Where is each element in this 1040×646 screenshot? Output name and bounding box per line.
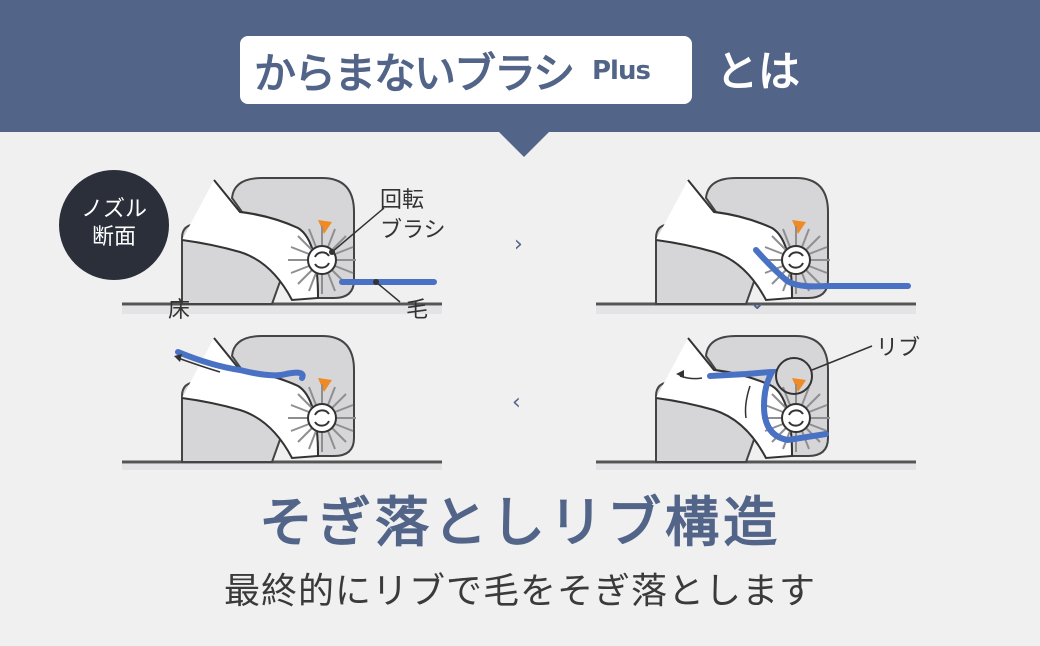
- arrow-down-icon: ⌄: [748, 290, 767, 315]
- floor-label: 床: [168, 298, 191, 323]
- headline: そぎ落としリブ構造: [259, 491, 781, 554]
- panel-1: [122, 178, 442, 314]
- panel-2: [596, 178, 916, 314]
- badge-line-2: 断面: [91, 225, 136, 250]
- subline: 最終的にリブで毛をそぎ落とします: [223, 571, 816, 612]
- brand-name: からまないブラシ: [254, 49, 575, 98]
- panel-3: [122, 336, 442, 470]
- header-pointer: [498, 131, 550, 157]
- rotating-brush-label-1: 回転: [380, 188, 425, 213]
- brand-logo-box: からまないブラシ Plus: [240, 36, 692, 104]
- rotating-brush-label-2: ブラシ: [380, 218, 446, 243]
- arrow-left-icon: ‹: [512, 390, 521, 415]
- arrow-right-icon: ›: [514, 232, 523, 257]
- panel-4: [596, 336, 916, 470]
- brand-suffix: Plus: [592, 56, 651, 86]
- nozzle-diagram: [0, 150, 1040, 470]
- rib-label: リブ: [876, 336, 921, 361]
- badge-line-1: ノズル: [80, 197, 147, 222]
- hair-label: 毛: [406, 298, 429, 323]
- nozzle-section-badge: ノズル 断面: [59, 170, 169, 280]
- title-suffix: とは: [716, 47, 801, 96]
